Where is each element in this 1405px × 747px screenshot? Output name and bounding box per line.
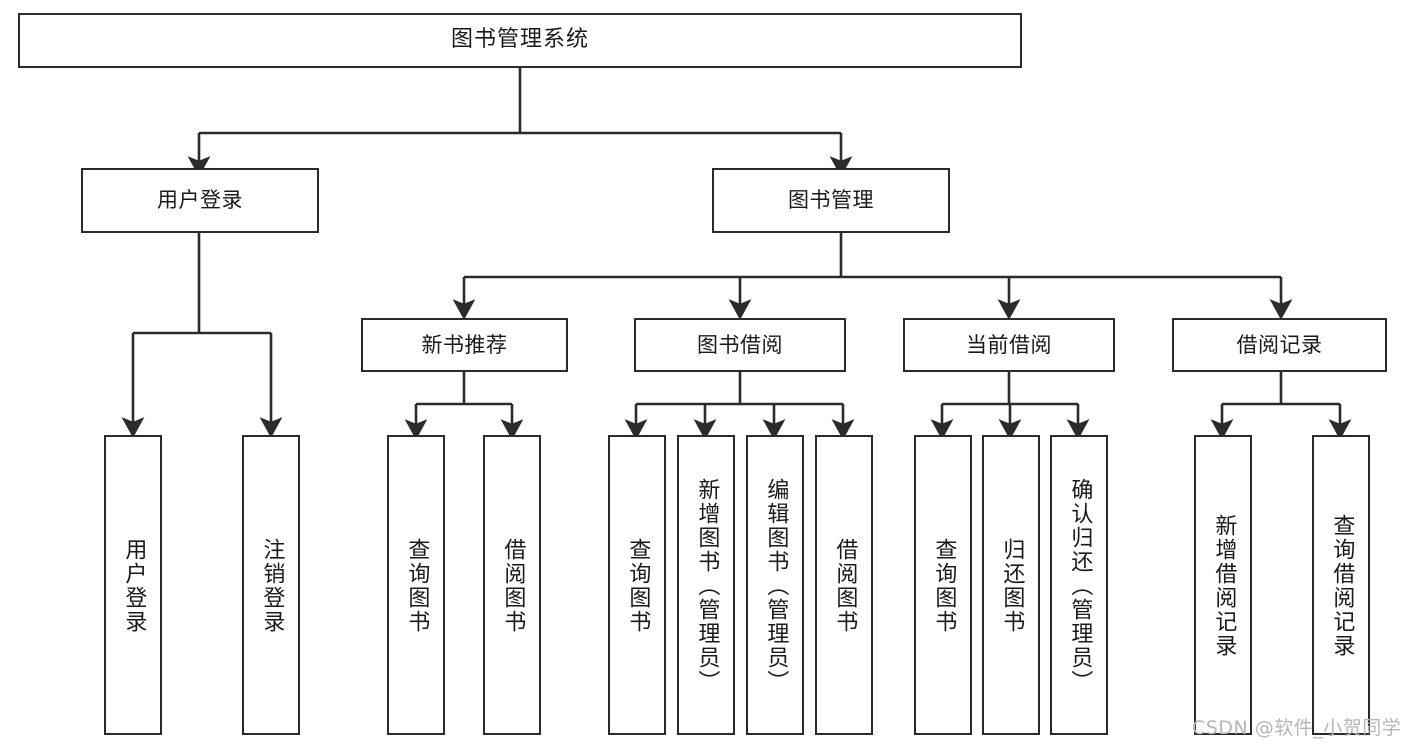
leaf-book-borrow-query-label: 查询图书 (625, 538, 651, 634)
leaf-new-book-borrow[interactable]: 借阅图书 (483, 435, 541, 735)
leaf-book-borrow-query[interactable]: 查询图书 (608, 435, 666, 735)
node-borrow-record-label: 借阅记录 (1236, 332, 1323, 357)
leaf-new-book-query[interactable]: 查询图书 (387, 435, 445, 735)
leaf-current-borrow-return-label: 归还图书 (999, 538, 1025, 634)
leaf-current-borrow-confirm[interactable]: 确认归还（管理员） (1050, 435, 1108, 735)
leaf-current-borrow-query-label: 查询图书 (931, 538, 957, 634)
leaf-current-borrow-confirm-label: 确认归还（管理员） (1067, 478, 1093, 694)
node-new-book-recommend[interactable]: 新书推荐 (361, 318, 568, 372)
node-root[interactable]: 图书管理系统 (18, 13, 1022, 68)
node-book-borrow-label: 图书借阅 (697, 332, 783, 357)
leaf-borrow-record-add-label: 新增借阅记录 (1211, 514, 1237, 658)
leaf-book-borrow-borrow-label: 借阅图书 (832, 538, 858, 634)
leaf-current-borrow-query[interactable]: 查询图书 (914, 435, 972, 735)
leaf-book-borrow-borrow[interactable]: 借阅图书 (815, 435, 873, 735)
leaf-user-login-login[interactable]: 用户登录 (104, 435, 162, 735)
leaf-user-login-logout-label: 注销登录 (259, 538, 285, 634)
leaf-book-borrow-edit[interactable]: 编辑图书（管理员） (746, 435, 804, 735)
leaf-book-borrow-edit-label: 编辑图书（管理员） (763, 478, 789, 694)
leaf-book-borrow-add-label: 新增图书（管理员） (694, 478, 720, 694)
node-book-borrow[interactable]: 图书借阅 (634, 318, 846, 372)
node-new-book-recommend-label: 新书推荐 (421, 332, 508, 357)
leaf-borrow-record-add[interactable]: 新增借阅记录 (1194, 435, 1252, 735)
leaf-user-login-login-label: 用户登录 (121, 538, 147, 634)
leaf-borrow-record-query[interactable]: 查询借阅记录 (1312, 435, 1370, 735)
node-user-login[interactable]: 用户登录 (81, 168, 319, 233)
node-root-label: 图书管理系统 (450, 27, 589, 53)
watermark: CSDN @软件_小贺同学 (1192, 717, 1402, 739)
node-current-borrow[interactable]: 当前借阅 (903, 318, 1115, 372)
node-borrow-record[interactable]: 借阅记录 (1172, 318, 1387, 372)
node-current-borrow-label: 当前借阅 (966, 332, 1052, 357)
node-book-management-label: 图书管理 (788, 188, 874, 213)
leaf-user-login-logout[interactable]: 注销登录 (242, 435, 300, 735)
leaf-current-borrow-return[interactable]: 归还图书 (982, 435, 1040, 735)
node-user-login-label: 用户登录 (157, 188, 243, 213)
node-book-management[interactable]: 图书管理 (712, 168, 950, 233)
leaf-new-book-query-label: 查询图书 (404, 538, 430, 634)
leaf-book-borrow-add[interactable]: 新增图书（管理员） (677, 435, 735, 735)
leaf-borrow-record-query-label: 查询借阅记录 (1329, 514, 1355, 658)
leaf-new-book-borrow-label: 借阅图书 (500, 538, 526, 634)
